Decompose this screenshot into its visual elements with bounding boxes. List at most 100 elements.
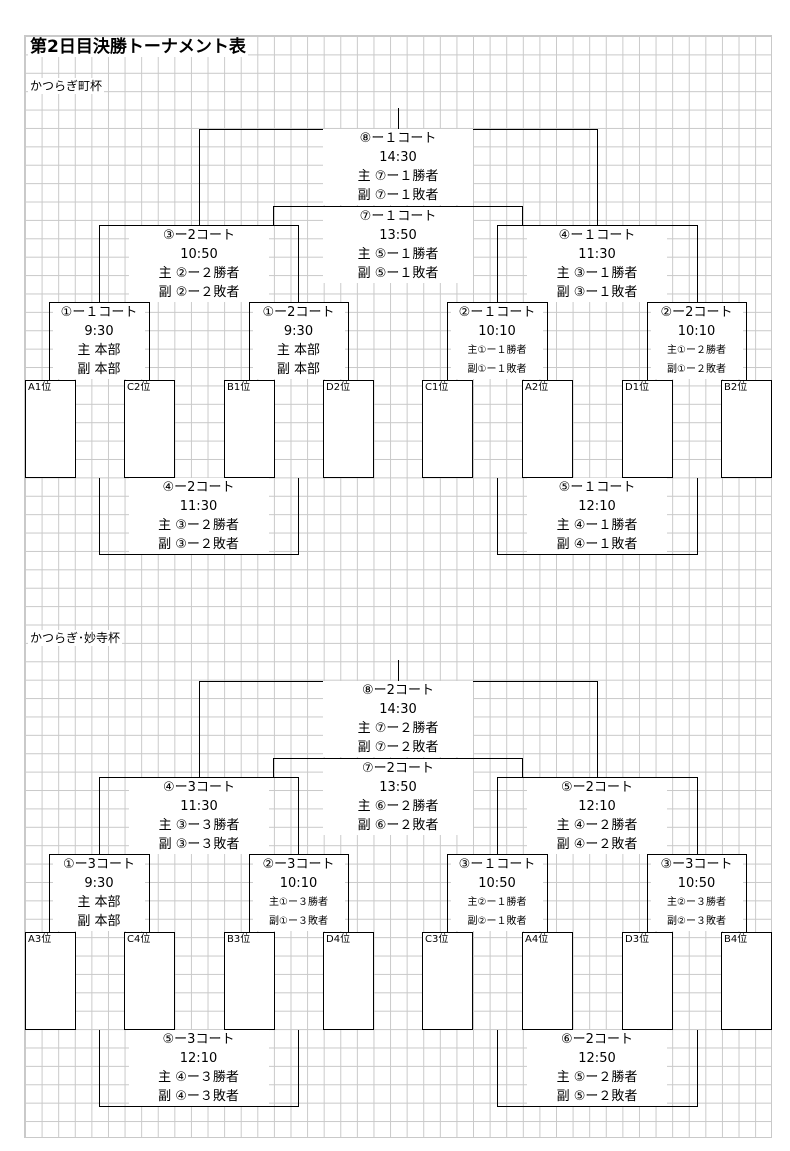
lower-1-0-time: 12:10 [128, 1049, 269, 1068]
lower-bottom-0 [99, 554, 299, 555]
seed-box: D3位 [622, 932, 673, 1030]
first-1-1-sub: 副①ー３敗者 [252, 912, 345, 931]
qright-0-court: ④ー１コート [527, 226, 667, 245]
first-top-3 [647, 302, 747, 303]
lower-right-1 [697, 478, 698, 554]
seed-label: C3位 [425, 934, 449, 945]
final-1-main: 主 ⑦ー２勝者 [323, 719, 473, 738]
first-1-2-time: 10:50 [451, 874, 543, 893]
final-1-sub: 副 ⑦ー２敗者 [323, 738, 473, 757]
final-0-main: 主 ⑦ー１勝者 [323, 167, 473, 186]
seed-label: D2位 [326, 382, 351, 393]
qright-right [697, 225, 698, 302]
first-top-0 [49, 854, 150, 855]
semi-sub-0: 副 ⑤ー１敗者 [323, 264, 473, 283]
lower-right-0 [298, 1030, 299, 1106]
seed-label: D3位 [625, 934, 650, 945]
qleft-top [99, 225, 299, 226]
first-1-2-court: ③ー１コート [451, 855, 543, 874]
qright-0-sub: 副 ③ー１敗者 [527, 283, 667, 302]
first-1-1-court: ②ー3コート [252, 855, 345, 874]
qright-top [497, 777, 698, 778]
first-top-1 [249, 854, 349, 855]
seed-label: A2位 [525, 382, 549, 393]
first-left-2 [447, 854, 448, 932]
first-0-2-main: 主①ー１勝者 [451, 341, 543, 360]
qright-left [497, 777, 498, 854]
first-0-3-time: 10:10 [650, 322, 743, 341]
first-0-1-sub: 副 本部 [252, 360, 345, 379]
seed-box: C1位 [422, 380, 473, 478]
first-right-0 [149, 302, 150, 380]
first-0-3-court: ②ー2コート [650, 303, 743, 322]
first-right-0 [149, 854, 150, 932]
seed-box: B2位 [721, 380, 772, 478]
lower-left-1 [497, 1030, 498, 1106]
first-right-1 [348, 302, 349, 380]
qright-1-sub: 副 ④ー２敗者 [527, 835, 667, 854]
seed-label: A1位 [28, 382, 52, 393]
semi-sub-1: 副 ⑥ー２敗者 [323, 816, 473, 835]
qleft-right [298, 777, 299, 854]
final-1-court: ⑧ー2コート [323, 681, 473, 700]
lower-0-1-sub: 副 ④ー１敗者 [527, 535, 667, 554]
first-0-0-court: ①ー１コート [53, 303, 145, 322]
semi-left [273, 758, 274, 777]
lower-left-0 [99, 478, 100, 554]
lower-1-0-main: 主 ④ー３勝者 [128, 1068, 269, 1087]
qleft-0-main: 主 ②ー２勝者 [129, 264, 269, 283]
first-right-3 [746, 302, 747, 380]
semi-court-0: ⑦ー１コート [323, 207, 473, 226]
seed-box: B1位 [224, 380, 275, 478]
lower-0-1-time: 12:10 [527, 497, 667, 516]
seed-label: B3位 [227, 934, 251, 945]
semi-time-1: 13:50 [323, 778, 473, 797]
seed-label: C1位 [425, 382, 449, 393]
qleft-0-sub: 副 ②ー２敗者 [129, 283, 269, 302]
first-1-3-time: 10:50 [650, 874, 743, 893]
lower-1-0-sub: 副 ④ー３敗者 [128, 1087, 269, 1106]
semi-left [273, 206, 274, 225]
first-right-2 [547, 854, 548, 932]
lower-0-1-main: 主 ④ー１勝者 [527, 516, 667, 535]
lower-0-0-sub: 副 ③ー２敗者 [128, 535, 269, 554]
page-title: 第2日目決勝トーナメント表 [28, 37, 248, 57]
section-title-1: かつらぎ･妙寺杯 [28, 630, 123, 646]
qright-1-main: 主 ④ー２勝者 [527, 816, 667, 835]
seed-box: A3位 [25, 932, 76, 1030]
first-1-2-sub: 副②ー１敗者 [451, 912, 543, 931]
seed-label: A3位 [28, 934, 52, 945]
qright-1-time: 12:10 [527, 797, 667, 816]
first-right-1 [348, 854, 349, 932]
lower-bottom-0 [99, 1106, 299, 1107]
qleft-1-main: 主 ③ー３勝者 [129, 816, 269, 835]
first-1-1-time: 10:10 [252, 874, 345, 893]
first-0-0-main: 主 本部 [53, 341, 145, 360]
lower-0-0-time: 11:30 [128, 497, 269, 516]
first-top-2 [447, 302, 548, 303]
first-left-3 [647, 854, 648, 932]
first-left-1 [249, 302, 250, 380]
lower-1-1-court: ⑥ー2コート [527, 1030, 667, 1049]
seed-box: C2位 [124, 380, 175, 478]
qright-left [497, 225, 498, 302]
first-0-3-main: 主①ー２勝者 [650, 341, 743, 360]
first-1-0-time: 9:30 [53, 874, 145, 893]
final-0-time: 14:30 [323, 148, 473, 167]
qright-0-main: 主 ③ー１勝者 [527, 264, 667, 283]
semi-main-1: 主 ⑥ー２勝者 [323, 797, 473, 816]
lower-1-0-court: ⑤ー3コート [128, 1030, 269, 1049]
first-0-1-time: 9:30 [252, 322, 345, 341]
first-left-2 [447, 302, 448, 380]
lower-right-0 [298, 478, 299, 554]
final-left [199, 681, 200, 777]
final-0-sub: 副 ⑦ー１敗者 [323, 186, 473, 205]
first-top-1 [249, 302, 349, 303]
seed-box: B4位 [721, 932, 772, 1030]
lower-right-1 [697, 1030, 698, 1106]
lower-0-1-court: ⑤ー１コート [527, 478, 667, 497]
qleft-1-sub: 副 ③ー３敗者 [129, 835, 269, 854]
first-1-3-court: ③ー3コート [650, 855, 743, 874]
first-1-3-sub: 副②ー３敗者 [650, 912, 743, 931]
first-0-2-sub: 副①ー１敗者 [451, 360, 543, 379]
